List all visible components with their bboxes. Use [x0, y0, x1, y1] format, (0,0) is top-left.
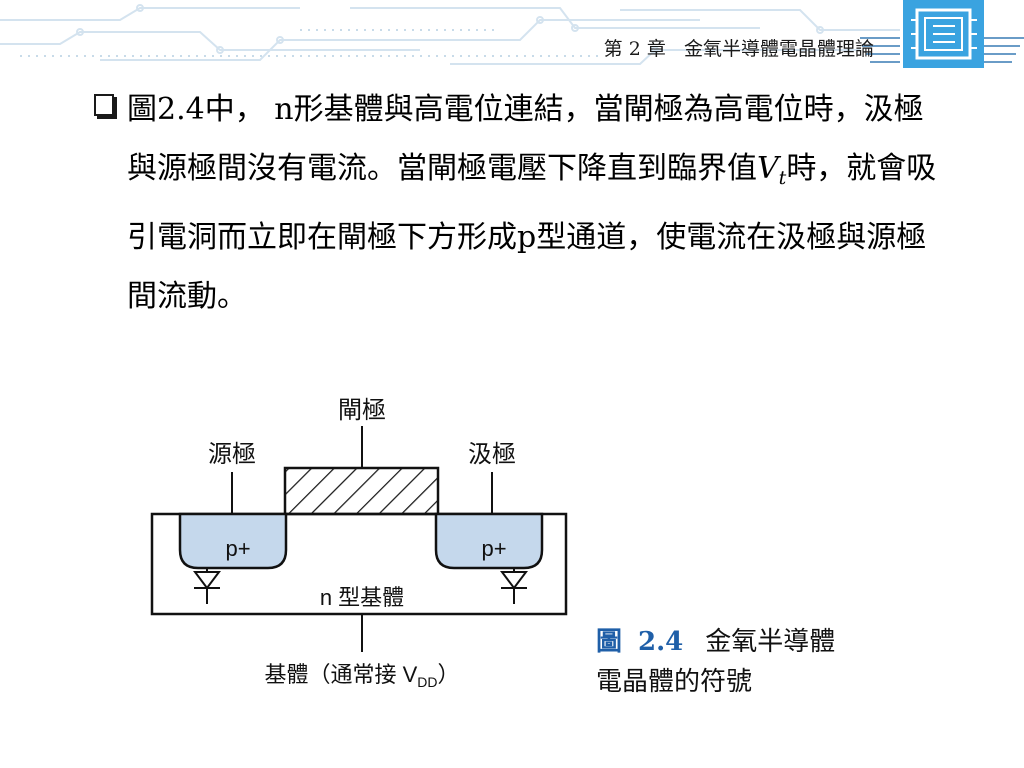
source-p-region	[178, 512, 288, 570]
pmos-figure: 閘極 源極 汲極 p+ p+ n 型基體	[140, 390, 620, 720]
bulk-label-sub: DD	[417, 674, 437, 690]
chapter-header: 第 2 章 金氧半導體電晶體理論	[604, 34, 874, 61]
text-part2: n形基體與高電位連結，當閘極為高電位時，汲極與源極間沒有電流。當閘極電壓下降直到…	[127, 92, 924, 186]
logo-icon	[903, 0, 984, 68]
threshold-variable: V	[757, 151, 779, 186]
bulk-label: 基體（通常接 VDD）	[264, 662, 459, 690]
source-diode-icon	[193, 568, 221, 604]
bullet-text: 圖2.4中， n形基體與高電位連結，當閘極為高電位時，汲極與源極間沒有電流。當閘…	[127, 80, 944, 326]
circuit-pattern	[0, 4, 1024, 65]
caption-text-line2: 電晶體的符號	[596, 667, 753, 697]
substrate-label: n 型基體	[320, 585, 404, 610]
gate-label: 閘極	[338, 397, 386, 424]
caption-text-line1: 金氧半導體	[705, 627, 836, 657]
drain-p-label: p+	[481, 536, 506, 561]
header-decoration: 第 2 章 金氧半導體電晶體理論	[0, 0, 1024, 76]
text-part3: 時，就會吸引電洞而立即在閘極下方形成p型通道，使電流在汲極與源極間流動。	[127, 151, 937, 314]
source-label: 源極	[208, 441, 256, 468]
drain-p-region	[434, 512, 544, 570]
chapter-prefix: 第	[603, 38, 623, 60]
drain-label: 汲極	[468, 441, 516, 468]
pmos-diagram: 閘極 源極 汲極 p+ p+ n 型基體	[150, 397, 568, 690]
figure-caption: 圖 2.4 金氧半導體 電晶體的符號	[596, 622, 835, 702]
threshold-subscript: t	[778, 167, 787, 189]
bullet-paragraph: 圖2.4中， n形基體與高電位連結，當閘極為高電位時，汲極與源極間沒有電流。當閘…	[94, 80, 944, 326]
chapter-suffix: 章	[646, 38, 666, 60]
chapter-number: 2	[628, 38, 641, 60]
drain-diode-icon	[500, 568, 528, 604]
gate-block	[283, 466, 440, 516]
caption-line1: 圖 2.4 金氧半導體	[596, 622, 835, 662]
source-p-label: p+	[225, 536, 250, 561]
caption-number: 2.4	[638, 627, 684, 657]
bulk-label-suffix: ）	[438, 662, 460, 687]
bulk-label-prefix: 基體（通常接 V	[264, 662, 417, 687]
checkbox-bullet-icon	[94, 94, 114, 116]
text-part1: 圖2.4中，	[127, 92, 265, 127]
chapter-title: 金氧半導體電晶體理論	[683, 38, 874, 60]
caption-label: 圖	[596, 627, 623, 657]
